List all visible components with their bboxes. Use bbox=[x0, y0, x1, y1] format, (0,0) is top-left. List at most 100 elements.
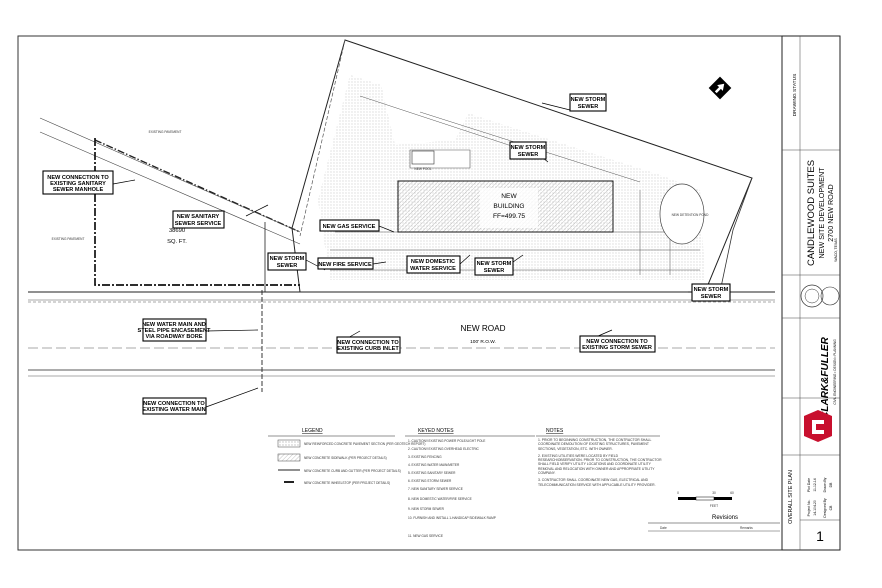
sheet-title: OVERALL SITE PLAN bbox=[788, 470, 794, 524]
callout-text: NEW WATER MAIN AND bbox=[142, 322, 206, 328]
pond-label: NEW DETENTION POND bbox=[672, 213, 710, 217]
svg-text:NOTES: NOTES bbox=[546, 428, 564, 434]
keyed-note-6: 6. EXISTING STORM SEWER bbox=[408, 479, 452, 483]
svg-text:14-104-20: 14-104-20 bbox=[813, 500, 817, 516]
callout-sanitary-service: NEW SANITARY SEWER SERVICE bbox=[172, 210, 225, 229]
callout-text: SEWER bbox=[484, 268, 505, 274]
svg-text:Drawn By: Drawn By bbox=[823, 477, 827, 492]
engineer-seal-icon bbox=[800, 284, 824, 308]
pavement-label-1: EXISTING PAVEMENT bbox=[149, 130, 182, 134]
svg-text:30: 30 bbox=[712, 491, 716, 495]
note-1: 1. PRIOR TO BEGINNING CONSTRUCTION, THE … bbox=[538, 438, 652, 451]
pavement-label-2: EXISTING PAVEMENT bbox=[52, 237, 85, 241]
new-building: NEW BUILDING FF=499.75 bbox=[397, 180, 614, 233]
callout-gas-service: NEW GAS SERVICE bbox=[319, 219, 380, 232]
svg-text:KEYED NOTES: KEYED NOTES bbox=[418, 428, 454, 434]
svg-text:Project No.: Project No. bbox=[807, 500, 811, 517]
callout-text: EXISTING CURB INLET bbox=[337, 346, 399, 352]
area-value: 38690 bbox=[169, 228, 185, 234]
callout-text: NEW FIRE SERVICE bbox=[318, 262, 372, 268]
callout-text: EXISTING SANITARY bbox=[50, 181, 106, 187]
scale-bar: 0 30 60 FEET bbox=[677, 491, 734, 508]
callout-text: SEWER bbox=[518, 152, 539, 158]
legend-item-1: NEW REINFORCED CONCRETE PAVEMENT SECTION… bbox=[304, 442, 425, 446]
legend-item-2: NEW CONCRETE SIDEWALK (PER PROJECT DETAI… bbox=[304, 456, 387, 460]
keyed-note-9: 9. NEW STORM SEWER bbox=[408, 507, 445, 511]
sheet-number: 1 bbox=[816, 528, 824, 544]
keyed-note-10: 10. FURNISH AND INSTALL 1-HANDICAP SIDEW… bbox=[408, 516, 496, 520]
callout-storm-sewer-connection: NEW CONNECTION TO EXISTING STORM SEWER bbox=[579, 335, 656, 353]
callout-text: NEW CONNECTION TO bbox=[47, 175, 109, 181]
callout-text: WATER SERVICE bbox=[410, 266, 456, 272]
firm-logo-icon bbox=[804, 410, 832, 442]
svg-text:FEET: FEET bbox=[710, 504, 718, 508]
callout-storm-sewer-top: NEW STORM SEWER bbox=[509, 141, 547, 160]
legend-item-4: NEW CONCRETE WHEELSTOP (PER PROJECT DETA… bbox=[304, 481, 390, 485]
callout-storm-sewer-mid: NEW STORM SEWER bbox=[474, 257, 514, 276]
pool-label: NEW POOL bbox=[414, 167, 431, 171]
new-road: NEW ROAD 100' R.O.W. bbox=[28, 291, 775, 377]
callout-text: STEEL PIPE ENCASEMENT bbox=[138, 328, 212, 334]
building-label: NEW bbox=[501, 193, 517, 200]
callout-text: SEWER bbox=[701, 294, 722, 300]
title-line-3: 2700 NEW ROAD bbox=[826, 184, 835, 242]
svg-text:DB: DB bbox=[829, 482, 833, 487]
site-plan-drawing: NEW BUILDING FF=499.75 NEW POOL NEW DETE… bbox=[28, 39, 775, 408]
svg-text:LEGEND: LEGEND bbox=[302, 428, 323, 434]
callout-text: SEWER bbox=[277, 263, 298, 269]
svg-text:Date: Date bbox=[660, 526, 667, 530]
keyed-note-4: 4. EXISTING WATER MAIN/METER bbox=[408, 463, 460, 467]
callout-fire-service: NEW FIRE SERVICE bbox=[317, 257, 374, 270]
callout-text: EXISTING STORM SEWER bbox=[582, 345, 652, 351]
svg-text:Designed By: Designed By bbox=[823, 498, 827, 518]
keyed-note-5: 5. EXISTING SANITARY SEWER bbox=[408, 471, 456, 475]
svg-text:CB: CB bbox=[829, 505, 833, 510]
callout-text: NEW STORM bbox=[694, 287, 729, 293]
building-label-2: BUILDING bbox=[493, 203, 524, 210]
keyed-note-7: 7. NEW SANITARY SEWER SERVICE bbox=[408, 487, 463, 491]
callout-text: NEW SANITARY bbox=[177, 214, 220, 220]
svg-text:60: 60 bbox=[730, 491, 734, 495]
road-name: NEW ROAD bbox=[460, 324, 505, 333]
callout-text: NEW CONNECTION TO bbox=[337, 340, 399, 346]
svg-text:11-12-14: 11-12-14 bbox=[813, 478, 817, 491]
callout-storm-sewer-left: NEW STORM SEWER bbox=[267, 252, 307, 271]
callout-storm-sewer-right: NEW STORM SEWER bbox=[691, 283, 731, 302]
keyed-note-11: 11. NEW GAS SERVICE bbox=[408, 534, 443, 538]
state-seal-icon bbox=[820, 286, 840, 306]
callout-text: VIA ROADWAY BORE bbox=[146, 334, 203, 340]
svg-text:Plot Date: Plot Date bbox=[807, 478, 811, 492]
svg-text:Revisions: Revisions bbox=[712, 515, 738, 521]
callout-water-main-connection: NEW CONNECTION TO EXISTING WATER MAIN bbox=[142, 397, 207, 415]
callout-curb-inlet: NEW CONNECTION TO EXISTING CURB INLET bbox=[336, 336, 401, 354]
callout-text: NEW GAS SERVICE bbox=[323, 224, 376, 230]
callout-text: NEW DOMESTIC bbox=[411, 259, 455, 265]
callout-text: SEWER MANHOLE bbox=[53, 187, 104, 193]
svg-text:Remarks: Remarks bbox=[740, 526, 753, 530]
firm-tagline: CIVIL ENGINEERING • DESIGN • PLANNING bbox=[833, 339, 837, 405]
callout-storm-sewer-upper: NEW STORM SEWER bbox=[569, 93, 607, 112]
callout-text: NEW STORM bbox=[511, 145, 546, 151]
svg-text:0: 0 bbox=[677, 491, 679, 495]
callout-text: NEW CONNECTION TO bbox=[143, 401, 205, 407]
callout-text: NEW STORM bbox=[571, 97, 606, 103]
firm-name: CLARK&FULLER bbox=[820, 336, 831, 418]
drawing-status: DRAWING STATUS bbox=[792, 74, 798, 117]
keyed-notes: KEYED NOTES 1. CAUTION!! EXISTING POWER … bbox=[405, 428, 535, 538]
road-row: 100' R.O.W. bbox=[470, 339, 496, 345]
north-arrow-icon bbox=[708, 76, 732, 100]
note-3: 3. CONTRACTOR SHALL COORDINATE NEW GAS, … bbox=[538, 478, 656, 487]
legend: LEGEND NEW REINFORCED CONCRETE PAVEMENT … bbox=[268, 428, 425, 485]
keyed-note-3: 3. EXISTING FENCING bbox=[408, 455, 442, 459]
callout-water-main: NEW WATER MAIN AND STEEL PIPE ENCASEMENT… bbox=[138, 318, 212, 342]
general-notes: NOTES bbox=[536, 428, 660, 437]
callout-text: EXISTING WATER MAIN bbox=[142, 407, 205, 413]
callout-domestic-water: NEW DOMESTIC WATER SERVICE bbox=[406, 255, 461, 274]
keyed-note-1: 1. CAUTION!! EXISTING POWER POLE/LIGHT P… bbox=[408, 439, 485, 443]
title-block: DRAWING STATUS CANDLEWOOD SUITES NEW SIT… bbox=[781, 35, 841, 551]
revisions-block: Revisions Date Remarks bbox=[648, 515, 780, 532]
keyed-note-8: 8. NEW DOMESTIC WATER/FIRE SERVICE bbox=[408, 497, 472, 501]
area-unit: SQ. FT. bbox=[167, 239, 187, 245]
callout-text: SEWER SERVICE bbox=[175, 221, 222, 227]
